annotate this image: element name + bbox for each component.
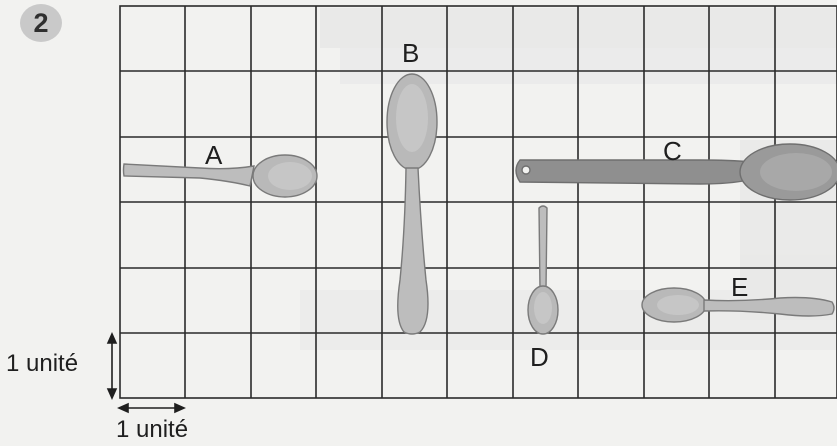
spoon-label-e: E	[731, 274, 748, 300]
spoon-label-c: C	[663, 138, 682, 164]
unit-horizontal-arrow	[119, 404, 184, 412]
unit-horizontal-label: 1 unité	[116, 418, 188, 442]
spoon-label-a: A	[205, 142, 222, 168]
unit-vertical-arrow	[108, 334, 116, 398]
unit-vertical-label: 1 unité	[6, 352, 78, 376]
spoon-d	[528, 206, 558, 334]
spoon-label-d: D	[530, 344, 549, 370]
spoon-label-b: B	[402, 40, 419, 66]
